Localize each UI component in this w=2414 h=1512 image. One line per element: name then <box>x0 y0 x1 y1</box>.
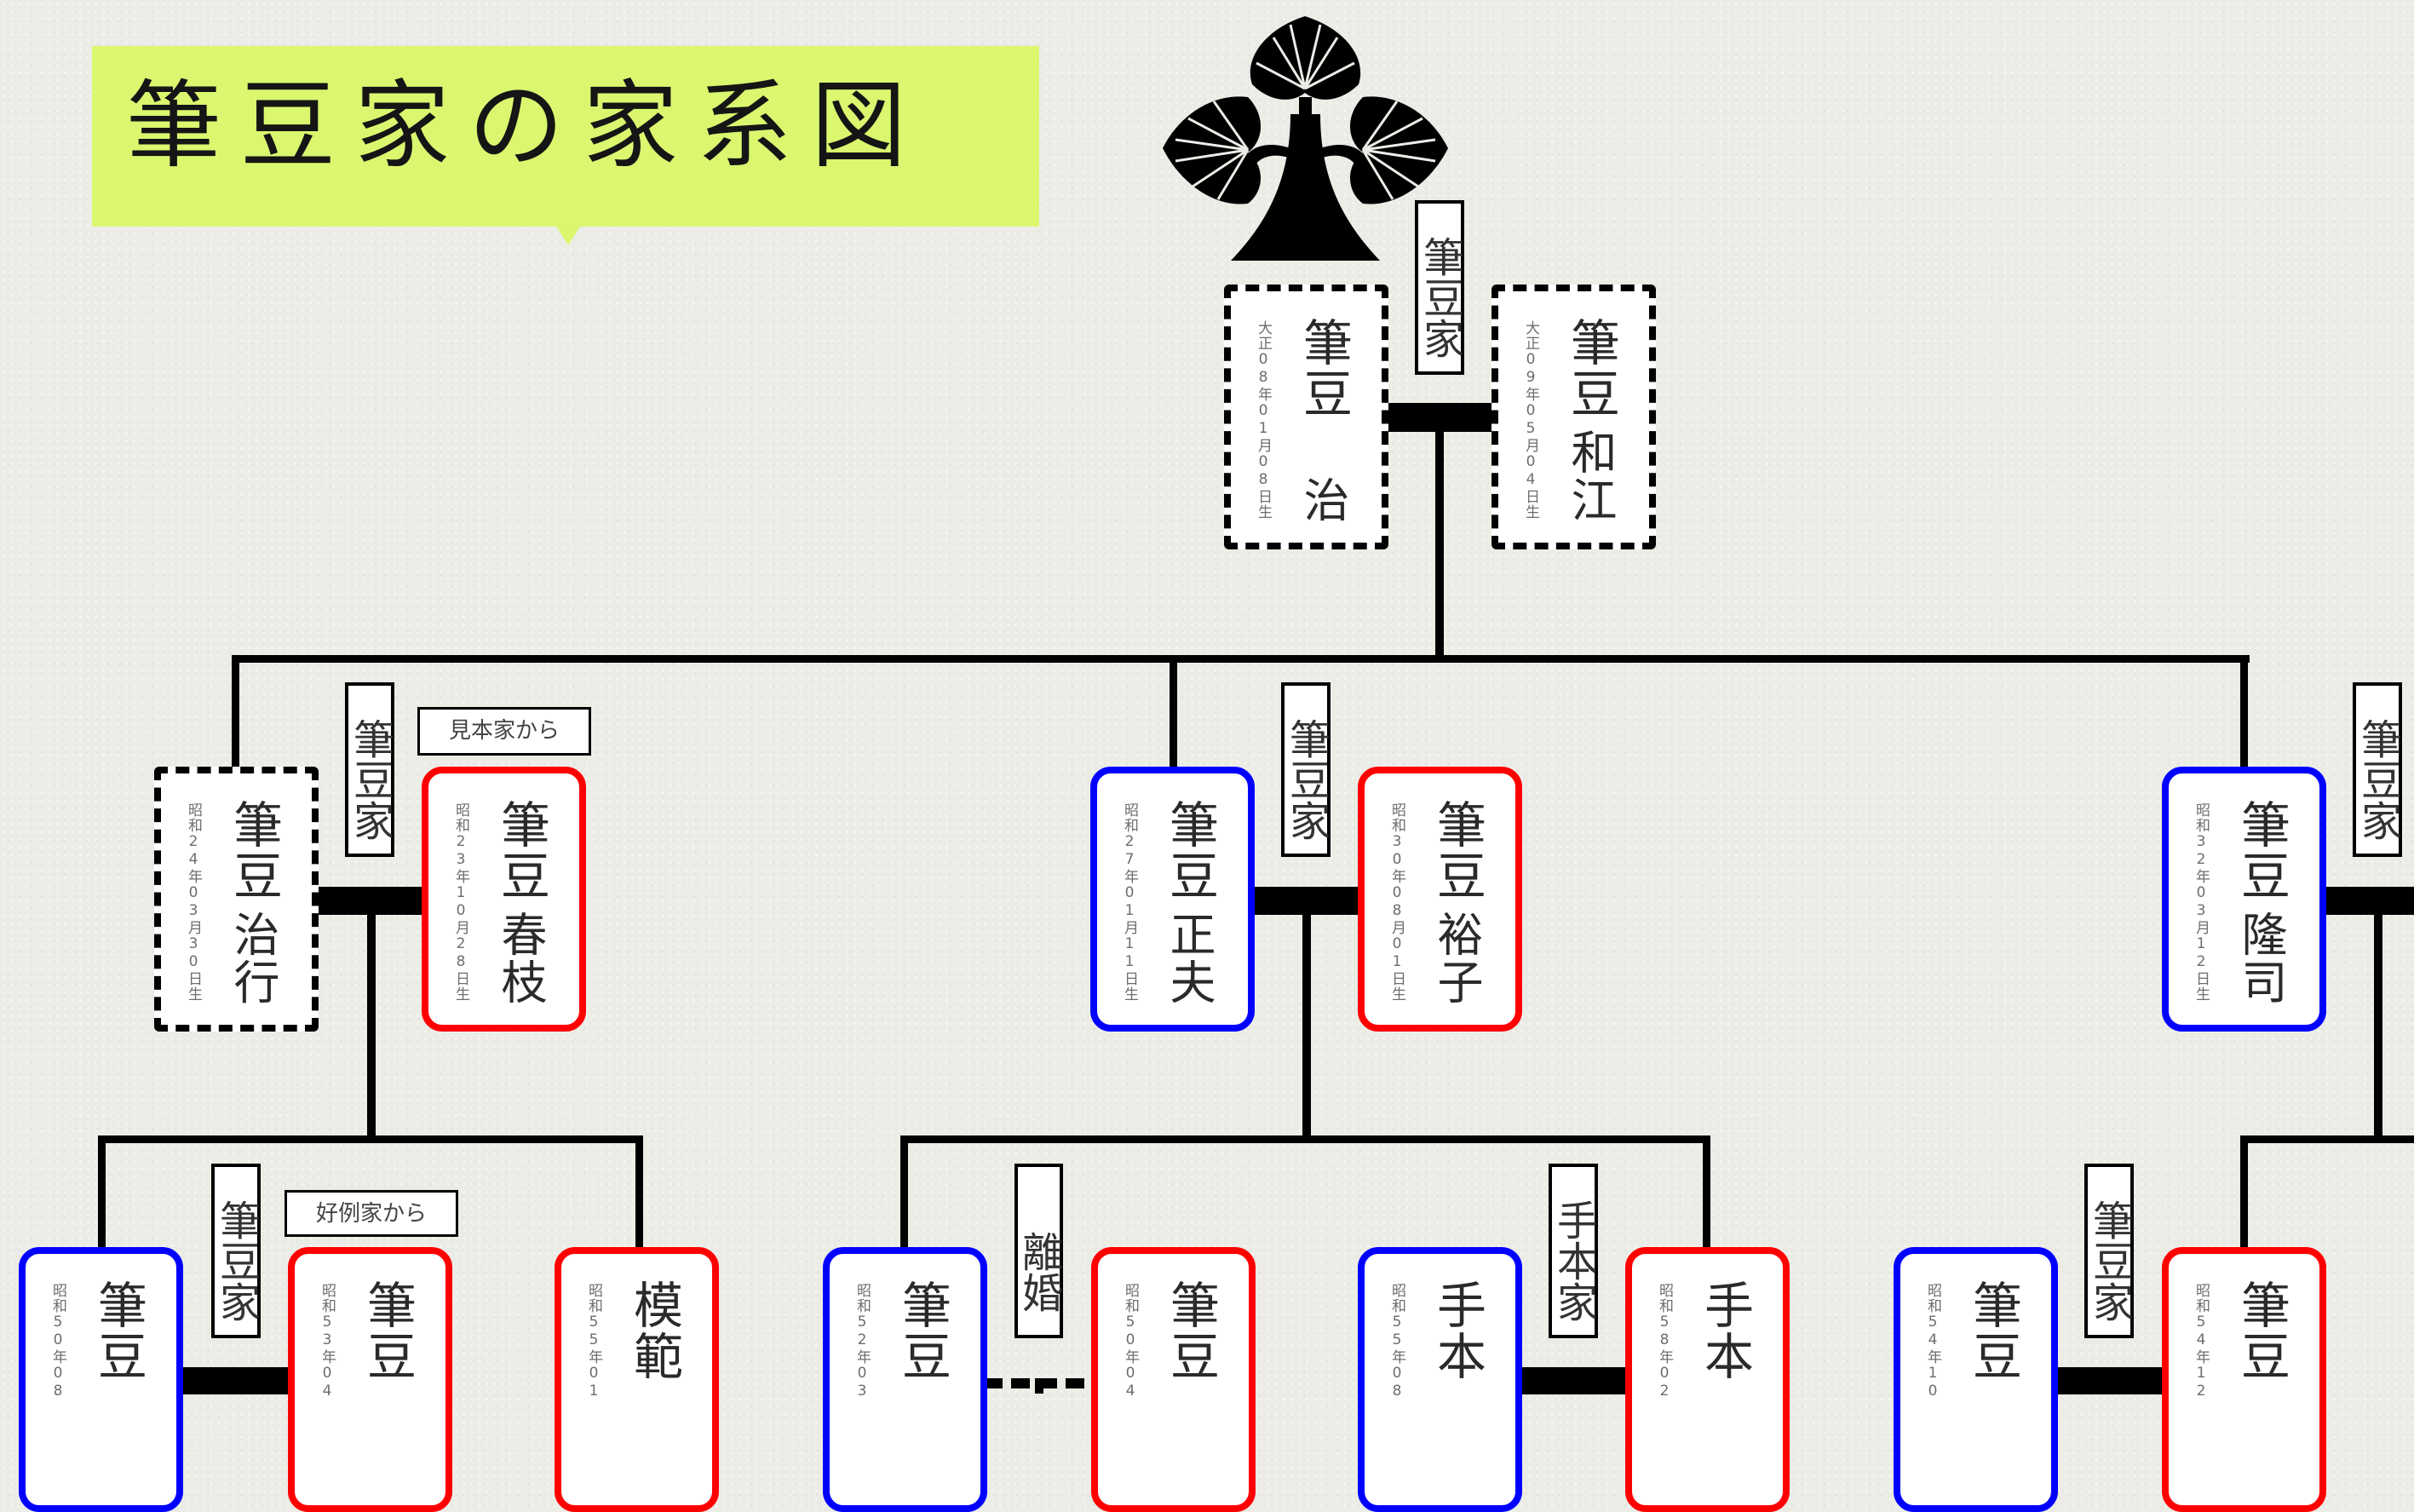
person-card-haruyuki[interactable]: 昭和24年03月30日生 筆豆治行 <box>154 767 319 1032</box>
descent-line-masao <box>1302 913 1311 1141</box>
surname: 筆豆 <box>1428 799 1486 901</box>
drop-line-c1 <box>98 1135 106 1250</box>
surname: 筆豆 <box>2233 799 2290 901</box>
person-card-harue[interactable]: 昭和23年10月28日生 筆豆春枝 <box>422 767 586 1032</box>
drop-line-masao <box>1170 655 1177 769</box>
drop-line-c7 <box>1703 1135 1710 1250</box>
title-banner: 筆豆家の家系図 <box>92 46 1039 245</box>
person-card-c4[interactable]: 昭和52年03 筆豆 <box>823 1247 987 1512</box>
surname: 筆豆 <box>894 1279 951 1382</box>
person-card-c2[interactable]: 昭和53年04 筆豆 <box>288 1247 452 1512</box>
page-title: 筆豆家の家系図 <box>126 71 925 181</box>
drop-line-c4 <box>900 1135 908 1250</box>
birth-date: 大正09年05月04日生 <box>1522 320 1539 520</box>
given-name: 隆司 <box>2233 911 2287 1006</box>
birth-date: 昭和52年03 <box>854 1283 871 1400</box>
family-tag: 筆豆家 <box>2084 1164 2134 1338</box>
family-tag: 筆豆家 <box>1415 200 1464 375</box>
drop-line-c9 <box>2240 1135 2248 1250</box>
given-name: 和江 <box>1563 428 1617 524</box>
person-card-c8[interactable]: 昭和54年10 筆豆 <box>1894 1247 2058 1512</box>
surname: 手本 <box>1428 1279 1486 1382</box>
person-card-c5[interactable]: 昭和50年04 筆豆 <box>1091 1247 1256 1512</box>
descent-line-takashi <box>2374 913 2382 1141</box>
person-card-c7[interactable]: 昭和58年02 手本 <box>1625 1247 1790 1512</box>
surname: 筆豆 <box>225 799 283 901</box>
marriage-bar-c8-c9 <box>2055 1367 2164 1394</box>
given-name: 治 <box>1296 476 1349 524</box>
marriage-bar-takashi <box>2324 887 2414 915</box>
family-crest-icon <box>1163 16 1448 261</box>
family-tag: 手本家 <box>1549 1164 1598 1338</box>
family-tag: 筆豆家 <box>1281 682 1331 857</box>
person-card-kazue[interactable]: 大正09年05月04日生 筆豆和江 <box>1492 285 1656 549</box>
descent-line-haruyuki <box>367 913 376 1141</box>
drop-line-takashi <box>2240 655 2248 769</box>
origin-label: 好例家から <box>285 1190 458 1237</box>
marriage-bar-masao-yuko <box>1252 887 1360 915</box>
surname: 筆豆 <box>492 799 550 901</box>
family-tag: 筆豆家 <box>211 1164 261 1338</box>
drop-line-c3 <box>635 1135 643 1250</box>
family-tag: 筆豆家 <box>2353 682 2402 857</box>
person-card-yuko[interactable]: 昭和30年08月01日生 筆豆裕子 <box>1358 767 1522 1032</box>
divorce-tag: 離婚 <box>1014 1164 1063 1338</box>
marriage-bar-haruyuki-harue <box>315 887 424 915</box>
person-card-osamu[interactable]: 大正08年01月08日生 筆豆治 <box>1224 285 1388 549</box>
sibling-line-gen3-right <box>2240 1135 2414 1143</box>
surname: 筆豆 <box>1161 799 1219 901</box>
sibling-line-gen2 <box>232 655 2250 663</box>
person-card-c9[interactable]: 昭和54年12 筆豆 <box>2162 1247 2326 1512</box>
birth-date: 昭和54年10 <box>1924 1283 1941 1400</box>
drop-line-haruyuki <box>232 655 239 769</box>
surname: 筆豆 <box>1295 317 1353 419</box>
given-name: 治行 <box>226 911 279 1006</box>
sibling-line-gen3-left <box>98 1135 643 1143</box>
person-card-takashi[interactable]: 昭和32年03月12日生 筆豆隆司 <box>2162 767 2326 1032</box>
origin-label: 見本家から <box>417 707 591 756</box>
surname: 筆豆 <box>1964 1279 2022 1382</box>
family-tag: 筆豆家 <box>345 682 394 857</box>
person-card-masao[interactable]: 昭和27年01月11日生 筆豆正夫 <box>1090 767 1255 1032</box>
surname: 模範 <box>625 1279 683 1382</box>
given-name: 裕子 <box>1429 911 1483 1006</box>
birth-date: 昭和58年02 <box>1656 1283 1673 1400</box>
surname: 筆豆 <box>2233 1279 2290 1382</box>
marriage-bar-c1-c2 <box>181 1367 291 1394</box>
person-card-c1[interactable]: 昭和50年08 筆豆 <box>19 1247 183 1512</box>
surname: 筆豆 <box>89 1279 147 1382</box>
given-name: 春枝 <box>493 911 547 1006</box>
marriage-bar-osamu-kazue <box>1387 403 1494 432</box>
birth-date: 昭和54年12 <box>2193 1283 2210 1400</box>
person-card-c6[interactable]: 昭和55年08 手本 <box>1358 1247 1522 1512</box>
given-name: 正夫 <box>1162 911 1216 1006</box>
marriage-bar-c6-c7 <box>1520 1367 1629 1394</box>
birth-date: 昭和24年03月30日生 <box>185 802 202 1002</box>
birth-date: 昭和32年03月12日生 <box>2193 802 2210 1002</box>
person-card-c3[interactable]: 昭和55年01 模範 <box>555 1247 719 1512</box>
birth-date: 昭和23年10月28日生 <box>452 802 469 1002</box>
birth-date: 昭和30年08月01日生 <box>1388 802 1405 1002</box>
birth-date: 昭和55年01 <box>585 1283 602 1400</box>
surname: 筆豆 <box>1562 317 1620 419</box>
surname: 筆豆 <box>1162 1279 1220 1382</box>
sibling-line-gen3-mid <box>900 1135 1710 1143</box>
divorced-descent-line <box>1035 1378 1043 1394</box>
birth-date: 大正08年01月08日生 <box>1255 320 1272 520</box>
birth-date: 昭和50年08 <box>49 1283 66 1400</box>
birth-date: 昭和50年04 <box>1122 1283 1139 1400</box>
birth-date: 昭和27年01月11日生 <box>1121 802 1138 1002</box>
surname: 筆豆 <box>359 1279 417 1382</box>
birth-date: 昭和55年08 <box>1388 1283 1405 1400</box>
descent-line-root <box>1435 430 1444 662</box>
birth-date: 昭和53年04 <box>319 1283 336 1400</box>
surname: 手本 <box>1696 1279 1754 1382</box>
